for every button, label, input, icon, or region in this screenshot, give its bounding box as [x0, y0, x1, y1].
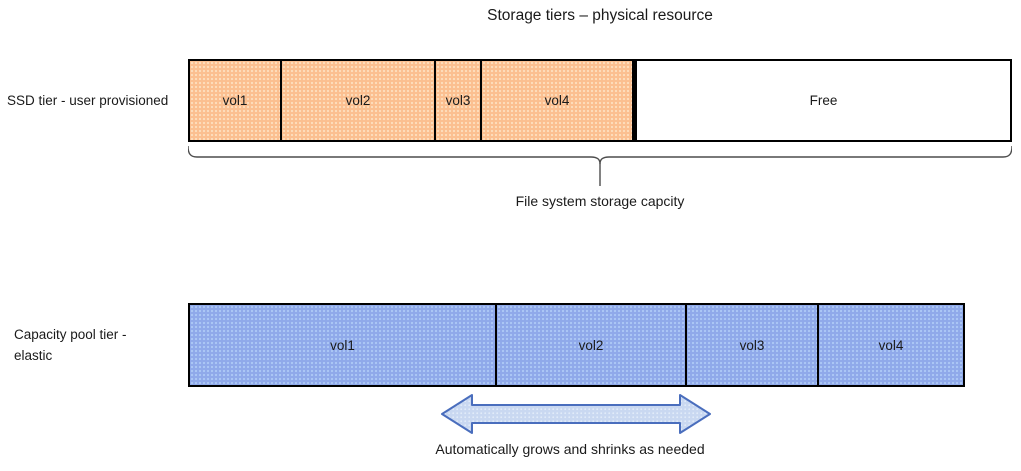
- pool-segment-vol4: vol4: [817, 305, 963, 385]
- ssd-segment-vol2: vol2: [280, 61, 434, 140]
- brace-shape: [188, 145, 1012, 186]
- segment-label: vol4: [544, 93, 570, 108]
- ssd-segment-vol4: vol4: [480, 61, 632, 140]
- segment-label: vol2: [578, 337, 604, 353]
- double-arrow-icon: [441, 394, 711, 434]
- capacity-pool-tier-label: Capacity pool tier - elastic: [14, 327, 127, 363]
- segment-label: vol1: [330, 337, 355, 353]
- arrow-caption: Automatically grows and shrinks as neede…: [435, 441, 705, 457]
- ssd-segment-free: Free: [632, 61, 1010, 140]
- pool-segment-vol3: vol3: [685, 305, 817, 385]
- diagram-title: Storage tiers – physical resource: [487, 7, 713, 24]
- pool-segment-vol2: vol2: [495, 305, 685, 385]
- pool-segment-vol1: vol1: [190, 305, 495, 385]
- ssd-tier-bar: vol1 vol2 vol3 vol4 Free: [188, 59, 1012, 142]
- ssd-tier-label: SSD tier - user provisioned: [7, 93, 169, 108]
- segment-label: vol3: [445, 93, 471, 108]
- segment-label: vol4: [878, 337, 904, 353]
- capacity-pool-bar: vol1 vol2 vol3 vol4: [188, 303, 965, 387]
- segment-label: vol3: [739, 337, 765, 353]
- segment-label: Free: [809, 93, 838, 108]
- segment-label: vol2: [345, 93, 371, 108]
- brace-caption: File system storage capcity: [515, 193, 685, 209]
- segment-label: vol1: [222, 93, 248, 108]
- ssd-segment-vol3: vol3: [434, 61, 480, 140]
- ssd-segment-vol1: vol1: [190, 61, 280, 140]
